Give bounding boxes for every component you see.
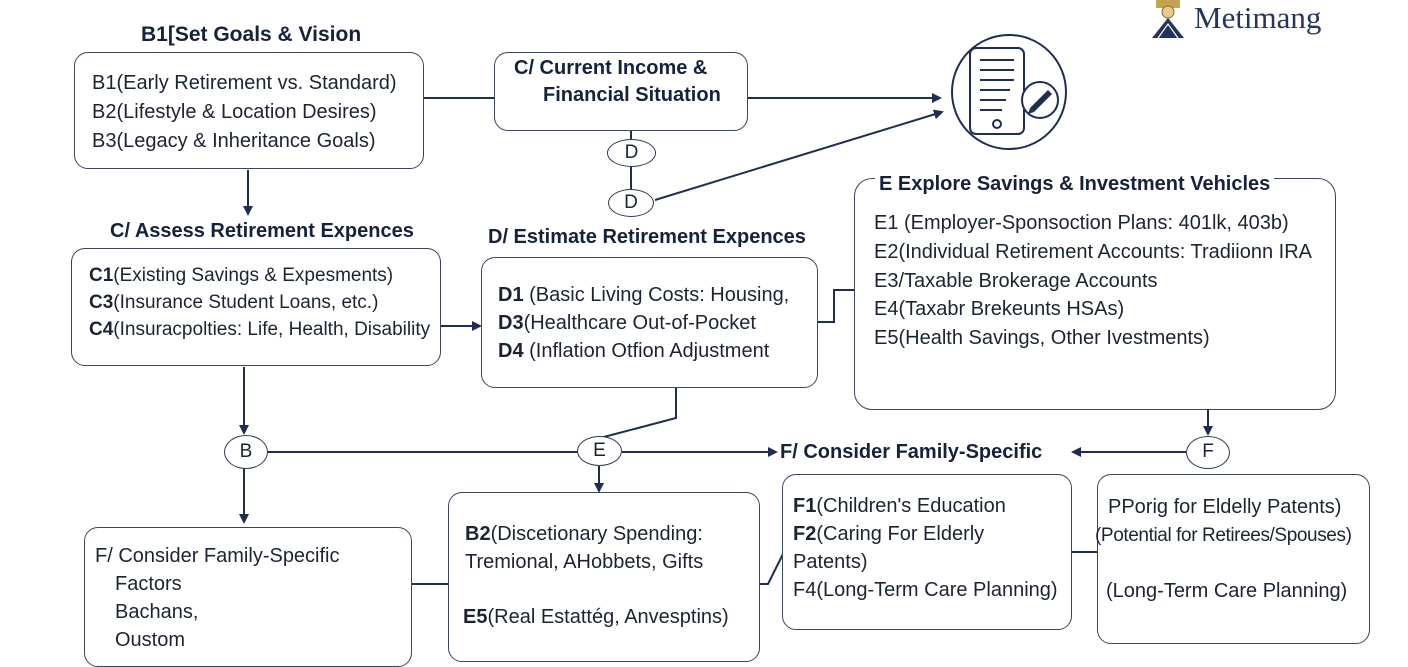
- c-income-box: C/ Current Income & Financial Situation: [494, 52, 748, 131]
- d-connector-lower: D: [608, 189, 654, 217]
- fr-line-2: (Potential for Retirees/Spouses): [1095, 525, 1352, 546]
- c-item-3-code: C4: [89, 319, 114, 340]
- b2-discretionary-box: B2(Discetionary Spending: Tremional, AHo…: [448, 492, 760, 662]
- e-heading: E Explore Savings & Investment Vehicles: [875, 173, 1275, 196]
- d-heading: D/ Estimate Retirement Expences: [488, 226, 806, 248]
- d-item-1-code: D1: [498, 284, 524, 306]
- d-item-1-text: (Basic Living Costs: Housing,: [523, 284, 790, 306]
- c-item-1-code: C1: [89, 265, 114, 286]
- b-connector: B: [224, 435, 268, 469]
- f1-item-3-text: Patents): [793, 551, 868, 573]
- d-item-2: D3(Healthcare Out-of-Pocket: [498, 309, 756, 338]
- d-item-3-code: D4: [498, 340, 524, 362]
- f-connector: F: [1186, 436, 1230, 469]
- c-item-2: C3(Insurance Student Loans, etc.): [89, 288, 378, 317]
- fr-line-1: PPorig for Eldelly Patents): [1108, 496, 1342, 518]
- c-item-3-text: (Insuracpolties: Life, Health, Disabilit…: [113, 319, 431, 340]
- f-label: F/ Consider Family-Specific: [780, 441, 1043, 463]
- f1-item-3: Patents): [793, 548, 867, 577]
- f-left-line-1: F/ Consider Family-Specific: [95, 545, 340, 567]
- f1-item-2-text: (Caring For Elderly: [816, 523, 985, 545]
- f-left-line-3: Bachans,: [115, 601, 199, 623]
- c-heading: C/ Assess Retirement Expences: [110, 220, 414, 242]
- c-item-1: C1(Existing Savings & Expesments): [89, 261, 393, 290]
- e-connector-label: E: [593, 440, 606, 461]
- b2-item-4: E5(Real Estattég, Anvesptins): [463, 603, 729, 632]
- f-left-box: F/ Consider Family-Specific Factors Bach…: [84, 527, 412, 667]
- b-goals-box: B1(Early Retirement vs. Standard) B2(Lif…: [74, 52, 424, 169]
- d-item-3-text: (Inflation Otfion Adjustment: [523, 340, 770, 362]
- b2-item-4-text: (Real Estattég, Anvesptins): [487, 606, 729, 628]
- b2-item-1-text: (Discetionary Spending:: [490, 523, 703, 545]
- b-connector-label: B: [239, 441, 253, 462]
- c-item-2-text: (Insurance Student Loans, etc.): [113, 292, 379, 313]
- e-line-3: E3/Taxable Brokerage Accounts: [874, 270, 1158, 292]
- e-line-4: E4(Taxabr Brekeunts HSAs): [874, 298, 1125, 320]
- e-connector: E: [577, 436, 622, 466]
- d-connector-upper-label: D: [624, 142, 639, 163]
- e-line-1: E1 (Employer-Sponsoction Plans: 401lk, 4…: [874, 212, 1289, 234]
- b-heading: B1[Set Goals & Vision: [141, 23, 362, 46]
- b-line-1: B1(Early Retirement vs. Standard): [92, 72, 397, 94]
- b-line-3: B3(Legacy & Inheritance Goals): [92, 130, 376, 152]
- b2-item-4-code: E5: [463, 606, 488, 628]
- c-item-1-text: (Existing Savings & Expesments): [113, 265, 394, 286]
- d-item-2-code: D3: [498, 312, 524, 334]
- c-income-line-2: Financial Situation: [543, 84, 721, 106]
- d-connector-lower-label: D: [624, 192, 638, 213]
- b2-item-1: B2(Discetionary Spending:: [465, 520, 703, 549]
- f-left-line-2: Factors: [115, 573, 182, 595]
- c-income-line-1: C/ Current Income &: [514, 57, 708, 79]
- d-item-1: D1 (Basic Living Costs: Housing,: [498, 281, 789, 310]
- edge-d-to-device: [654, 109, 944, 201]
- b2-item-2: Tremional, AHobbets, Gifts: [465, 548, 703, 577]
- b2-item-1-code: B2: [465, 523, 491, 545]
- d-estimate-box: D1 (Basic Living Costs: Housing, D3(Heal…: [481, 257, 818, 388]
- f1-item-1: F1(Children's Education: [793, 492, 1006, 521]
- connector-lines: [239, 93, 1213, 585]
- d-item-2-text: (Healthcare Out-of-Pocket: [523, 312, 756, 334]
- e-line-5: E5(Health Savings, Other Ivestments): [874, 327, 1210, 349]
- c-item-3: C4(Insuracpolties: Life, Health, Disabil…: [89, 315, 430, 344]
- tablet-checklist-icon: [942, 30, 1076, 150]
- f1-family-box: F1(Children's Education F2(Caring For El…: [782, 474, 1072, 630]
- b-line-2: B2(Lifestyle & Location Desires): [92, 101, 377, 123]
- f1-item-1-code: F1: [793, 495, 817, 517]
- d-item-3: D4 (Inflation Otfion Adjustment: [498, 337, 769, 366]
- fr-parents-box: PPorig for Eldelly Patents) (Potential f…: [1095, 474, 1370, 644]
- e-explore-box: E Explore Savings & Investment Vehicles …: [854, 173, 1336, 410]
- tablet-checklist-svg: [951, 34, 1067, 150]
- edge-b2-to-f1: [760, 551, 785, 585]
- e-line-2: E2(Individual Retirement Accounts: Tradi…: [874, 241, 1312, 263]
- f1-item-4: F4(Long-Term Care Planning): [793, 576, 1058, 605]
- logo-emblem-icon: [1152, 0, 1184, 39]
- f-connector-label: F: [1202, 441, 1214, 462]
- edge-d-to-e-box: [818, 289, 856, 323]
- f1-item-4-text: F4(Long-Term Care Planning): [793, 579, 1058, 601]
- f1-item-2: F2(Caring For Elderly: [793, 520, 984, 549]
- c-item-2-code: C3: [89, 292, 114, 313]
- f-left-line-4: Oustom: [115, 629, 186, 651]
- edge-d-box-to-e-circle: [599, 388, 677, 439]
- b2-item-2-text: Tremional, AHobbets, Gifts: [465, 551, 704, 573]
- c-expenses-box: C1(Existing Savings & Expesments) C3(Ins…: [71, 248, 441, 366]
- fr-line-4: (Long-Term Care Planning): [1106, 580, 1348, 602]
- logo-text: Metimang: [1194, 0, 1322, 35]
- d-connector-upper: D: [607, 139, 656, 167]
- f1-item-1-text: (Children's Education: [816, 495, 1006, 517]
- f1-item-2-code: F2: [793, 523, 817, 545]
